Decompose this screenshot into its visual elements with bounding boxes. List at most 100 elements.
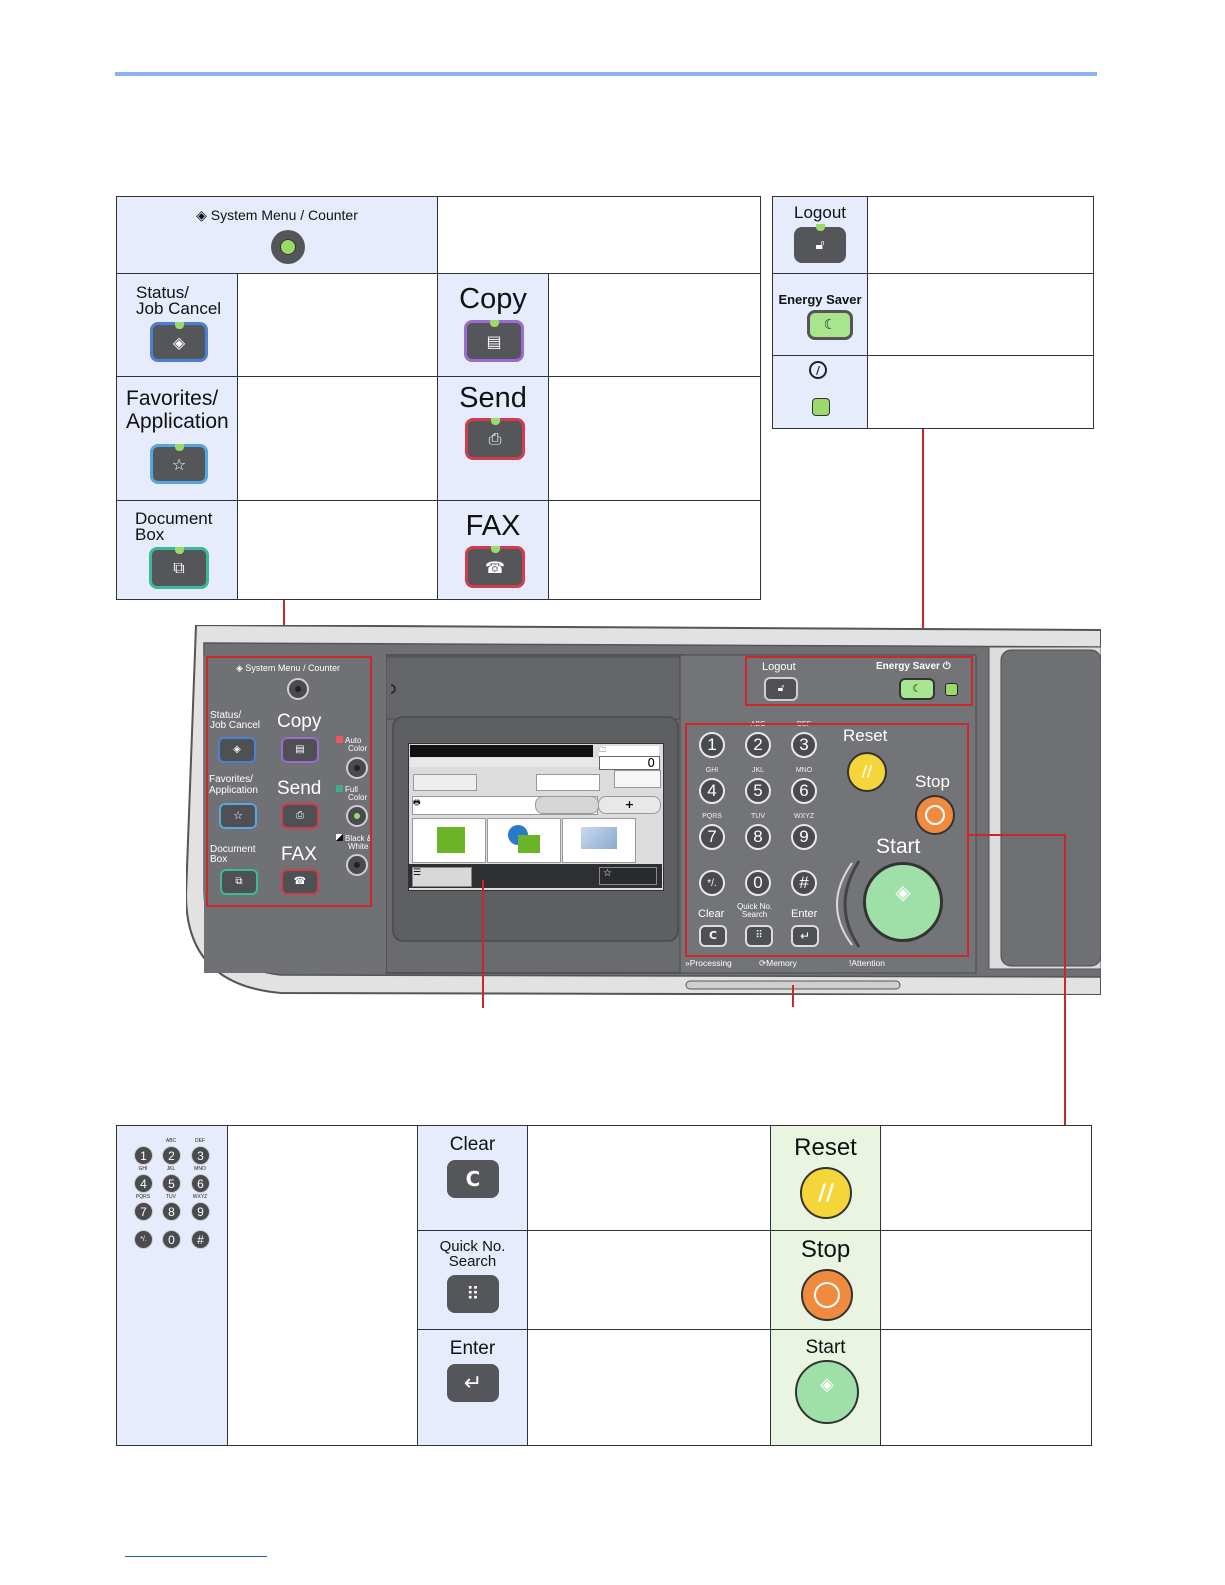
- panel-key-4[interactable]: 5: [745, 778, 771, 804]
- start-button[interactable]: ◈: [795, 1360, 859, 1424]
- clear-desc: [527, 1125, 771, 1231]
- panel-key-8[interactable]: 9: [791, 824, 817, 850]
- logout-desc: [867, 196, 1094, 274]
- fax-desc: [548, 500, 761, 600]
- status-desc: [237, 273, 438, 377]
- enter-cell: Enter ↵: [417, 1329, 528, 1446]
- screen-menu-button[interactable]: ☰: [412, 867, 472, 887]
- panel-favorites-button[interactable]: ☆: [219, 803, 257, 829]
- status-label: Status/Job Cancel: [136, 283, 222, 318]
- energy-saver-desc: [867, 273, 1094, 356]
- screen-field-2[interactable]: [536, 774, 600, 791]
- panel-copy-button[interactable]: ▤: [281, 737, 319, 763]
- processing-indicator: »Processing: [685, 958, 732, 968]
- quick-search-button[interactable]: ⠿: [447, 1275, 499, 1313]
- send-button[interactable]: ⎙: [465, 418, 525, 460]
- panel-stop-icon: [925, 805, 945, 825]
- fax-button[interactable]: ☎: [465, 546, 525, 588]
- copy-button[interactable]: ▤: [464, 320, 524, 362]
- status-job-cancel-button[interactable]: ◈: [150, 322, 208, 362]
- enter-button[interactable]: ↵: [447, 1364, 499, 1402]
- panel-favorites-label: Favorites/Application: [209, 774, 258, 796]
- panel-key-5[interactable]: 6: [791, 778, 817, 804]
- touch-panel-screen[interactable]: 🗀︎ 0 🖶︎ + ☰ ☆: [408, 743, 664, 891]
- memory-indicator: ⟳Memory: [759, 958, 797, 968]
- panel-send-icon: ⎙: [296, 810, 304, 821]
- auto-color-button[interactable]: [346, 757, 368, 779]
- panel-key-3[interactable]: 4: [699, 778, 725, 804]
- energy-saver-button[interactable]: ☾: [807, 310, 853, 340]
- enter-label: Enter: [449, 1338, 496, 1359]
- power-cell: /: [772, 355, 868, 429]
- panel-document-box-button[interactable]: ⧉: [220, 869, 258, 895]
- screen-folder-icon: 🗀︎: [599, 746, 659, 756]
- screen-app-tile-2[interactable]: [487, 818, 561, 863]
- favorites-label: Favorites/Application: [126, 387, 229, 433]
- illustration-key-sub-6: PQRS: [135, 1194, 151, 1200]
- screen-add-button[interactable]: +: [598, 796, 661, 814]
- screen-field-1[interactable]: [413, 774, 477, 791]
- system-menu-desc: [437, 196, 761, 274]
- document-box-button[interactable]: ⧉: [149, 547, 209, 589]
- panel-key-0[interactable]: 1: [699, 732, 725, 758]
- clear-cell: Clear C: [417, 1125, 528, 1231]
- panel-send-button[interactable]: ⎙: [281, 803, 319, 829]
- callout-line-indicators: [792, 985, 794, 1007]
- document-box-icon: ⧉: [173, 558, 185, 577]
- callout-line-keypad-v: [1064, 834, 1066, 1126]
- panel-fax-label: FAX: [281, 844, 317, 865]
- power-desc: [867, 355, 1094, 429]
- stop-button[interactable]: [801, 1269, 853, 1321]
- panel-key-2[interactable]: 3: [791, 732, 817, 758]
- panel-logout-button[interactable]: 🔓︎: [764, 677, 798, 701]
- quick-search-desc: [527, 1230, 771, 1330]
- full-color-button[interactable]: [346, 805, 368, 827]
- panel-key-7[interactable]: 8: [745, 824, 771, 850]
- black-white-button[interactable]: [346, 854, 368, 876]
- send-cell: Send ⎙: [437, 376, 549, 501]
- system-menu-icon: ◈: [196, 207, 211, 223]
- panel-start-button[interactable]: ◈: [863, 862, 943, 942]
- copy-label: Copy: [459, 283, 527, 315]
- clear-button[interactable]: C: [447, 1160, 499, 1198]
- panel-key-9[interactable]: */.: [699, 870, 725, 896]
- start-desc: [880, 1329, 1092, 1446]
- panel-system-menu-button[interactable]: [287, 678, 309, 700]
- system-menu-label: ◈ System Menu / Counter: [196, 207, 358, 223]
- stop-desc: [880, 1230, 1092, 1330]
- clear-icon: C: [465, 1167, 481, 1191]
- start-cell: Start ◈: [770, 1329, 881, 1446]
- illustration-key-9: */.: [134, 1230, 153, 1249]
- stop-icon: [814, 1282, 840, 1308]
- panel-stop-button[interactable]: [915, 795, 955, 835]
- panel-fax-button[interactable]: ☎: [281, 869, 319, 895]
- screen-app-tile-3[interactable]: [562, 818, 636, 863]
- panel-power-icon: ⏻: [942, 661, 951, 672]
- panel-key-11[interactable]: #: [791, 870, 817, 896]
- illustration-key-7: 8: [162, 1202, 181, 1221]
- panel-key-10[interactable]: 0: [745, 870, 771, 896]
- system-menu-button[interactable]: [271, 230, 305, 264]
- panel-enter-button[interactable]: ↵: [791, 925, 819, 947]
- panel-key-6[interactable]: 7: [699, 824, 725, 850]
- panel-reset-button[interactable]: //: [847, 752, 887, 792]
- favorites-application-button[interactable]: ☆: [150, 444, 208, 484]
- screen-app-tile-1[interactable]: [412, 818, 486, 863]
- panel-key-sub-6: PQRS: [702, 813, 722, 820]
- panel-clear-button[interactable]: C: [699, 925, 727, 947]
- panel-key-1[interactable]: 2: [745, 732, 771, 758]
- lock-icon: 🔓︎: [815, 237, 825, 253]
- panel-key-sub-8: WXYZ: [793, 813, 815, 820]
- panel-energy-saver-button[interactable]: ☾: [899, 678, 935, 700]
- screen-field-3[interactable]: [614, 770, 661, 788]
- panel-quick-search-button[interactable]: ⠿: [745, 925, 773, 947]
- reset-button[interactable]: //: [800, 1167, 852, 1219]
- system-menu-cell: ◈ System Menu / Counter: [116, 196, 438, 274]
- logout-button[interactable]: 🔓︎: [794, 224, 846, 263]
- panel-status-button[interactable]: ◈: [218, 737, 256, 763]
- top-rule: [115, 72, 1097, 76]
- screen-favorites-button[interactable]: ☆: [599, 867, 657, 885]
- illustration-key-sub-4: JKL: [166, 1166, 176, 1172]
- screen-pill-button[interactable]: [535, 796, 599, 814]
